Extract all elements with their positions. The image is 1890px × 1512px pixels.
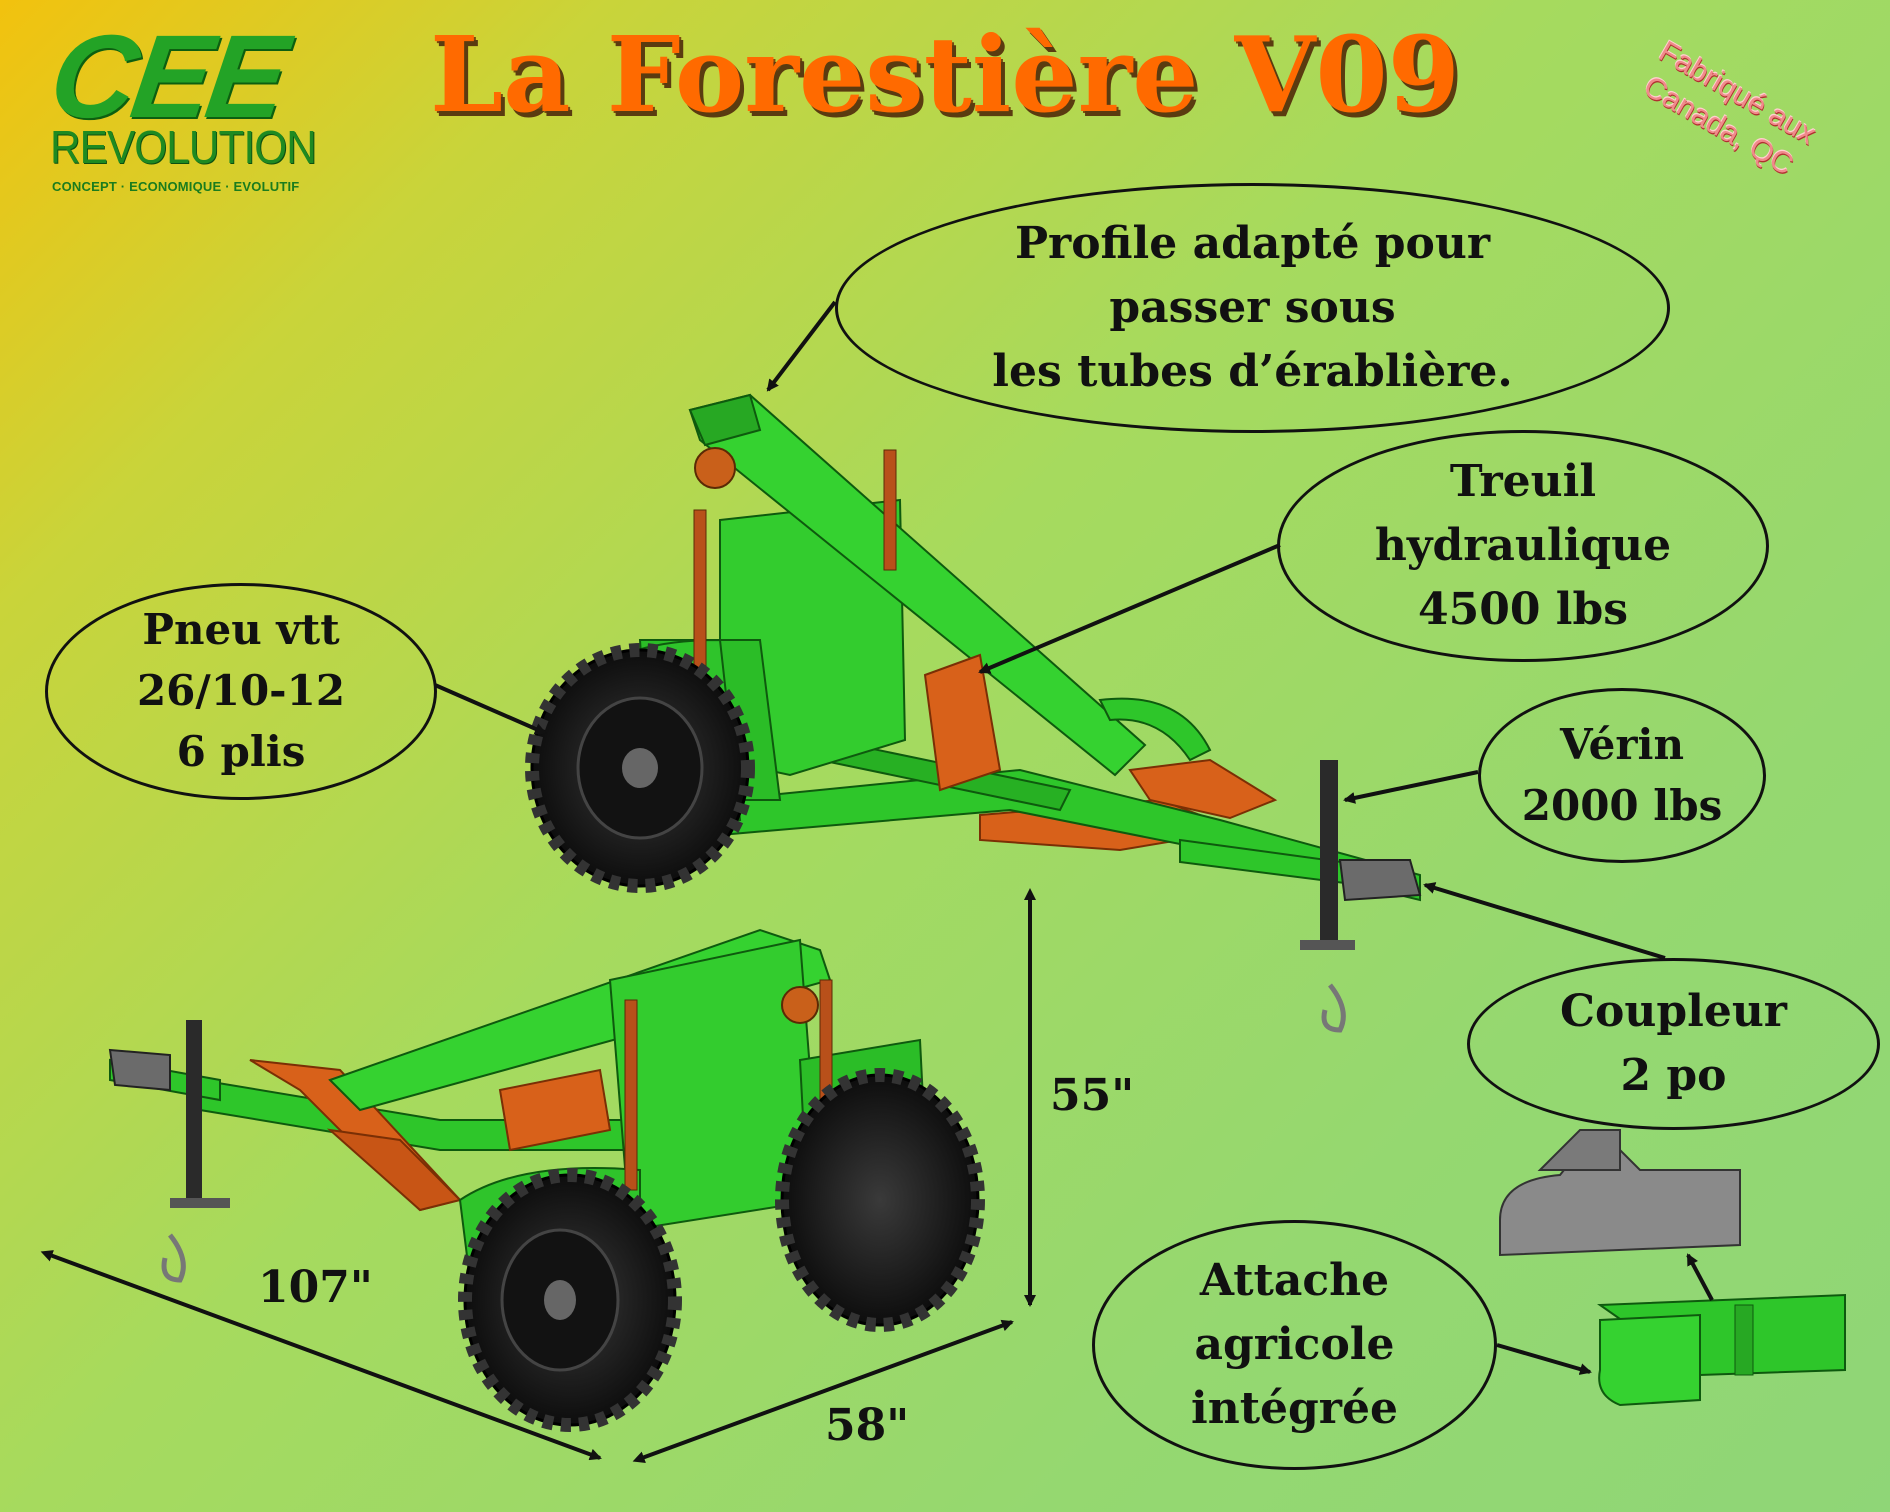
callout-jack: Vérin 2000 lbs: [1478, 688, 1766, 863]
callout-profile: Profile adapté pour passer sous les tube…: [835, 183, 1670, 433]
callout-profile-line-3: les tubes d’érablière.: [992, 345, 1513, 397]
callout-tire-line-2: 26/10-12: [136, 666, 346, 716]
callout-tire: Pneu vtt 26/10-12 6 plis: [45, 583, 437, 800]
logo-tagline: CONCEPT · ECONOMIQUE · EVOLUTIF: [52, 179, 300, 194]
callout-profile-line-2: passer sous: [1109, 282, 1396, 334]
logo-subtitle: REVOLUTION: [50, 121, 317, 173]
callout-jack-line-1: Vérin: [1559, 719, 1685, 769]
callout-hitch-line-1: Attache: [1199, 1255, 1390, 1307]
callout-hitch-line-3: intégrée: [1191, 1382, 1398, 1434]
callout-hitch: Attache agricole intégrée: [1092, 1220, 1497, 1470]
coupler-hitch-detail: [1499, 1129, 1846, 1407]
callout-profile-line-1: Profile adapté pour: [1014, 218, 1491, 270]
callout-hitch-line-2: agricole: [1194, 1319, 1395, 1371]
callout-jack-line-2: 2000 lbs: [1521, 780, 1723, 830]
callout-coupler-line-2: 2 po: [1620, 1050, 1727, 1101]
bottom-trailer-drawing: [108, 928, 985, 1432]
callout-tire-line-1: Pneu vtt: [142, 605, 340, 655]
top-trailer-drawing: [525, 393, 1422, 1033]
annotation-arrows: [434, 300, 1714, 1375]
callout-winch: Treuil hydraulique 4500 lbs: [1277, 430, 1769, 662]
callout-coupler-line-1: Coupleur: [1559, 986, 1787, 1038]
logo-brand: CEE: [42, 11, 292, 143]
dimension-length: 107": [258, 1262, 373, 1313]
callout-winch-line-3: 4500 lbs: [1417, 583, 1629, 635]
callout-winch-line-2: hydraulique: [1374, 520, 1672, 572]
page-title: La Forestière V09: [430, 13, 1461, 136]
dimension-width: 58": [825, 1400, 910, 1451]
callout-coupler: Coupleur 2 po: [1467, 958, 1880, 1130]
callout-winch-line-1: Treuil: [1449, 456, 1597, 508]
dimension-lines: [40, 888, 1036, 1463]
callout-tire-line-3: 6 plis: [176, 726, 306, 776]
dimension-height: 55": [1050, 1070, 1135, 1121]
